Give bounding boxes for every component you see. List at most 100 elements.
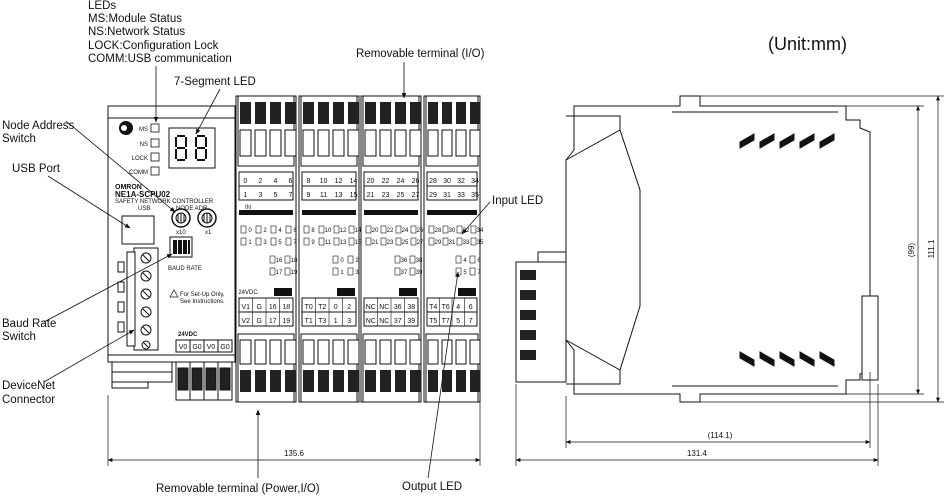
io-top-clamp (269, 129, 282, 157)
dim-side-depth-ref: (114.1) (708, 431, 733, 440)
x10-text: x10 (176, 230, 186, 236)
ctrl-power-term-1: G0 (192, 344, 201, 351)
io-top-screw (255, 102, 266, 124)
io-top-number: 28 (429, 178, 437, 185)
devicenet-label: DeviceNet (2, 380, 56, 392)
io-led-number: 9 (311, 240, 315, 246)
io-led (380, 225, 387, 234)
io-bottom-number: 18 (282, 304, 290, 311)
io-top-number: 21 (367, 192, 375, 199)
io-bottom-clamp (364, 339, 377, 365)
io-led (347, 267, 354, 276)
io-bottom-screw (270, 370, 281, 392)
leds-comm-label: COMM:USB communication (88, 53, 232, 65)
io-top-clamp (284, 129, 297, 157)
io-bottom-clamp (239, 339, 252, 365)
io-bottom-label: 24VDC (238, 290, 258, 296)
io-bottom-screw (255, 370, 266, 392)
io-led-number: 18 (291, 258, 298, 264)
io-led-number: 38 (416, 258, 423, 264)
io-top-screw (442, 102, 452, 124)
devicenet-connector[interactable] (117, 247, 159, 351)
io-led (469, 267, 476, 276)
io-bottom-screw (442, 370, 452, 392)
io-led (269, 267, 276, 276)
io-bottom-number: 16 (269, 304, 277, 311)
io-top-number: 20 (367, 178, 375, 185)
io-top-clamp (427, 129, 439, 157)
io-top-number: 32 (457, 178, 465, 185)
io-led-number: 14 (355, 228, 362, 234)
io-top-number: 13 (335, 192, 343, 199)
io-led (318, 237, 325, 246)
ctrl-bottom-terminal (175, 361, 233, 401)
ctrl-power-terminal (175, 339, 233, 353)
dim-height-ref: (99) (907, 243, 916, 258)
io-top-number: 26 (412, 178, 420, 185)
io-led-number: 11 (325, 240, 332, 246)
io-led (455, 255, 462, 264)
io-led (285, 237, 292, 246)
io-top-number: 9 (307, 192, 311, 199)
baud-rate-dip-switch[interactable] (169, 236, 193, 258)
io-bottom-number: 2 (347, 304, 351, 311)
io-bottom-screw (456, 370, 466, 392)
io-top-screw (470, 102, 480, 124)
io-led-number: 13 (340, 240, 347, 246)
io-led (255, 225, 262, 234)
baud-rate-label: Baud Rate (2, 318, 57, 330)
node-address-switch[interactable] (171, 208, 217, 228)
io-bottom-number: V1 (241, 304, 250, 311)
side-view (515, 95, 879, 403)
io-led (365, 237, 372, 246)
io-bottom-clamp (332, 339, 345, 365)
io-top-clamp (302, 129, 315, 157)
io-led-number: 5 (278, 240, 282, 246)
io-led-number: 30 (449, 228, 456, 234)
io-led (332, 267, 339, 276)
ctrl-power-term-2: V0 (207, 344, 216, 351)
brand-text: OMRON (115, 184, 142, 191)
model-text: NE1A-SCPU02 (115, 190, 171, 199)
io-led (348, 225, 355, 234)
io-led (410, 237, 417, 246)
io-bottom-screw (303, 370, 314, 392)
led-comm-text: COMM (129, 170, 148, 176)
dim-side-depth: 131.4 (687, 449, 708, 458)
io-led-number: 28 (435, 228, 442, 234)
io-top-clamp (441, 129, 453, 157)
io-top-number: 1 (244, 192, 248, 199)
leds-ns-label: NS:Network Status (88, 26, 186, 38)
io-led (456, 237, 463, 246)
led-ms-text: MS (139, 127, 148, 133)
io-band (427, 210, 477, 215)
io-bottom-tag-bg (399, 288, 417, 296)
io-led-number: 36 (401, 258, 408, 264)
io-bottom-number: 7 (469, 318, 473, 325)
seven-segment-label: 7-Segment LED (174, 76, 256, 88)
io-led (394, 255, 401, 264)
io-bottom-number: V2 (241, 318, 250, 325)
io-bottom-clamp (269, 339, 282, 365)
io-bottom-screw (470, 370, 480, 392)
side-vent-top (739, 133, 835, 149)
usb-port[interactable] (121, 215, 155, 245)
io-led (409, 255, 416, 264)
io-top-number: 30 (443, 178, 451, 185)
io-led (470, 225, 477, 234)
leds-ms-label: MS:Module Status (88, 13, 182, 25)
model-subtitle: SAFETY NETWORK CONTROLLER (115, 199, 214, 205)
io-led (240, 237, 247, 246)
io-bottom-screw (240, 370, 251, 392)
io-led-number: 33 (463, 240, 470, 246)
io-top-screw (240, 102, 251, 124)
leds-lock-label: LOCK:Configuration Lock (88, 40, 219, 52)
io-led-number: 10 (325, 228, 332, 234)
io-bottom-clamp (302, 339, 315, 365)
io-bottom-number: 1 (334, 318, 338, 325)
io-top-number: 14 (350, 178, 358, 185)
ctrl-power-term-0: V0 (179, 344, 188, 351)
io-top-number: 12 (335, 178, 343, 185)
io-bottom-number: 6 (469, 304, 473, 311)
io-led-number: 2 (263, 228, 267, 234)
